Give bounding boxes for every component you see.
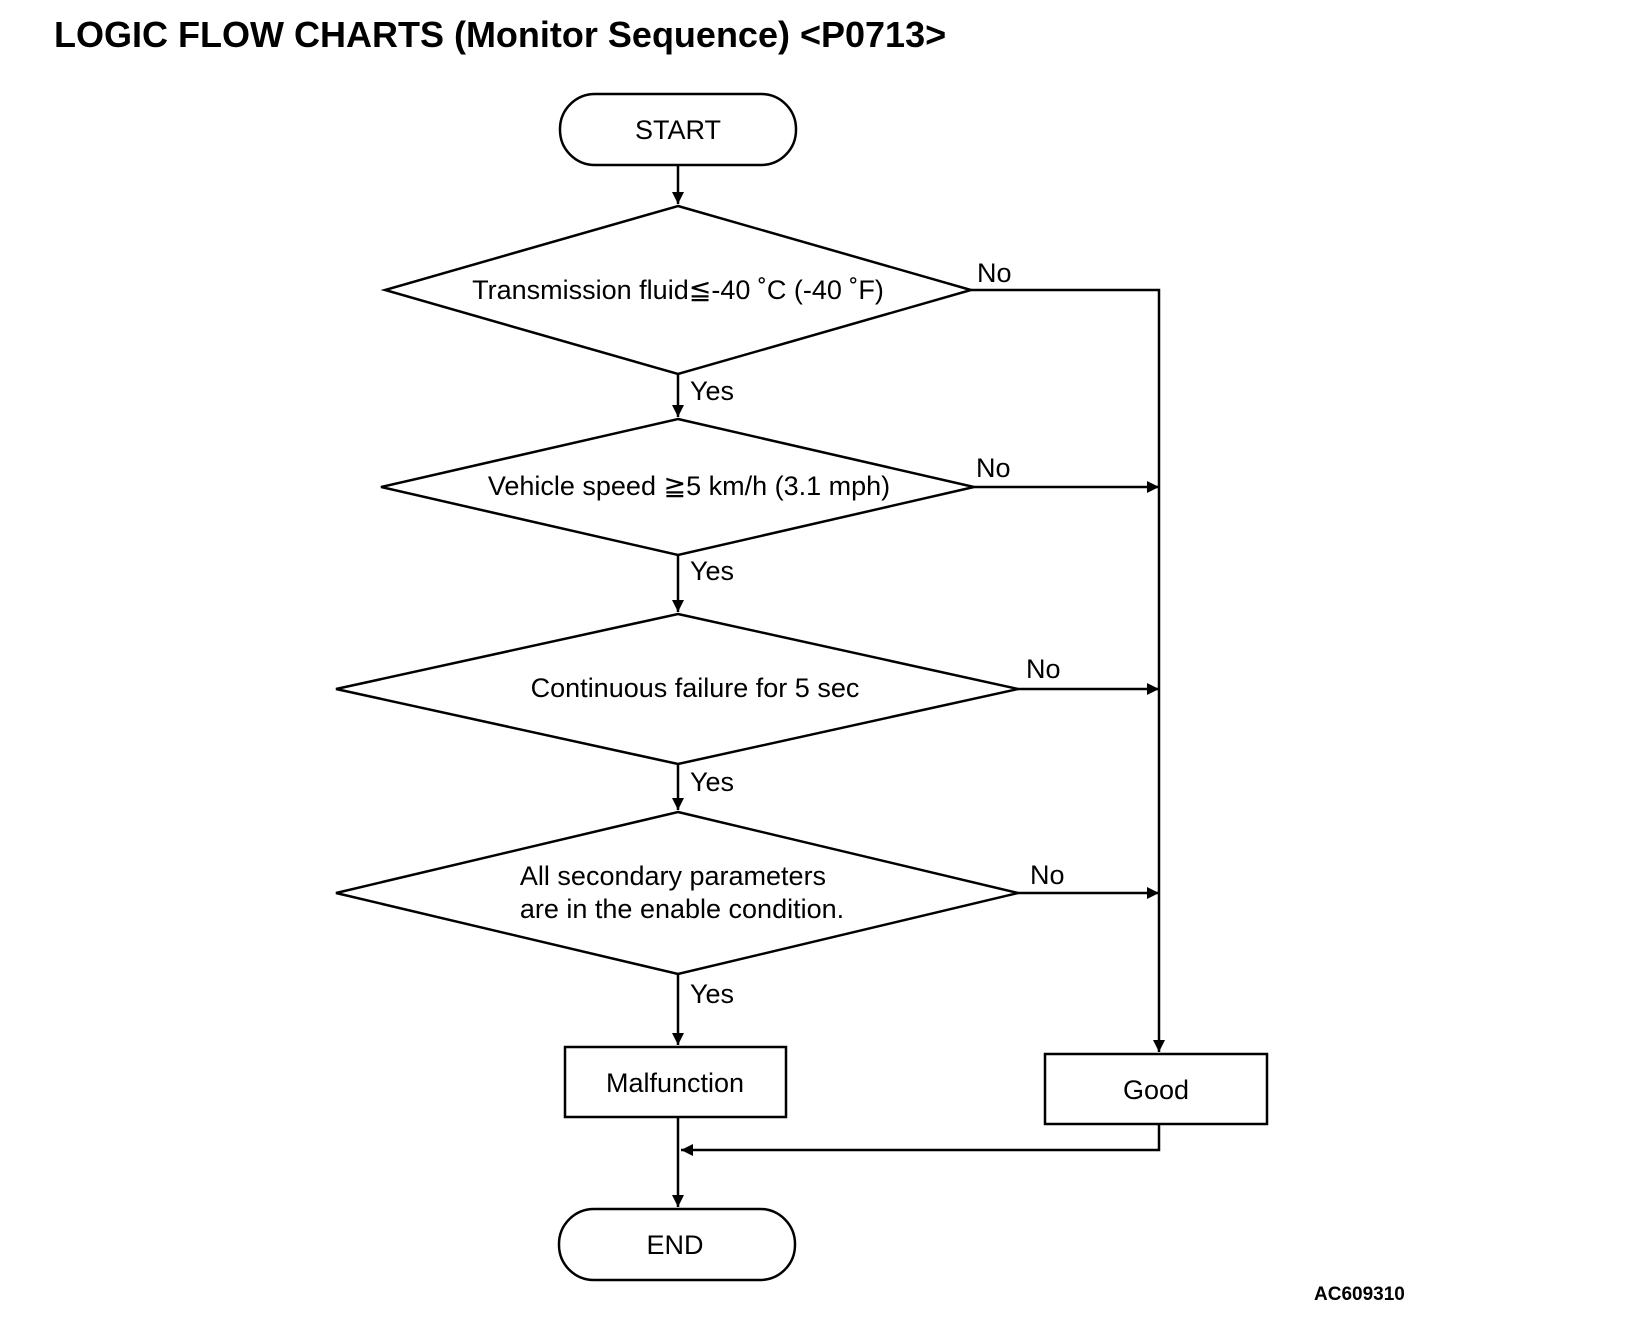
decision-vehicle-speed-label: Vehicle speed ≧5 km/h (3.1 mph) xyxy=(488,471,890,501)
d3-yes-label: Yes xyxy=(690,767,734,797)
d1-yes-label: Yes xyxy=(690,376,734,406)
start-label: START xyxy=(635,115,721,145)
figure-id: AC609310 xyxy=(1314,1284,1405,1305)
malfunction-box xyxy=(563,1045,788,1119)
decision-secondary-parameters xyxy=(335,810,1019,976)
decision-secondary-parameters-label-2: are in the enable condition. xyxy=(520,894,844,924)
d2-yes-label: Yes xyxy=(690,556,734,586)
d3-no-label: No xyxy=(1026,654,1061,684)
decision-transmission-fluid-label: Transmission fluid≦-40 ˚C (-40 ˚F) xyxy=(472,275,884,305)
page-title: LOGIC FLOW CHARTS (Monitor Sequence) <P0… xyxy=(54,14,947,55)
d4-yes-label: Yes xyxy=(690,979,734,1009)
end-label: END xyxy=(646,1230,703,1260)
arrow-d1-no xyxy=(971,288,1165,1052)
end-terminal xyxy=(557,1207,797,1282)
d2-no-label: No xyxy=(976,453,1011,483)
decision-secondary-parameters-label-1: All secondary parameters xyxy=(520,861,826,891)
d1-no-label: No xyxy=(977,258,1012,288)
decision-continuous-failure-label: Continuous failure for 5 sec xyxy=(531,673,860,703)
good-box xyxy=(1043,1052,1269,1126)
malfunction-label: Malfunction xyxy=(606,1068,744,1098)
arrow-good-to-merge xyxy=(681,1124,1161,1156)
d4-no-label: No xyxy=(1030,860,1065,890)
good-label: Good xyxy=(1123,1075,1189,1105)
